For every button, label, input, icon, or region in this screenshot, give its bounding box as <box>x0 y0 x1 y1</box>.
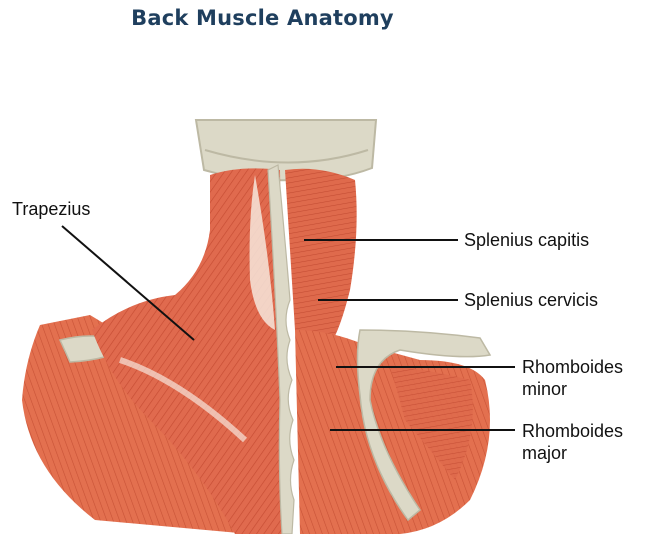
label-rhomboides-minor: Rhomboides minor <box>522 356 623 400</box>
label-rhomboides-minor-line1: Rhomboides <box>522 356 623 378</box>
label-rhomboides-major: Rhomboides major <box>522 420 623 464</box>
label-trapezius: Trapezius <box>12 198 90 220</box>
label-splenius-cervicis: Splenius cervicis <box>464 289 598 311</box>
label-splenius-capitis: Splenius capitis <box>464 229 589 251</box>
label-rhomboides-major-line2: major <box>522 442 623 464</box>
label-rhomboides-minor-line2: minor <box>522 378 623 400</box>
splenius-muscle <box>285 169 357 345</box>
label-rhomboides-major-line1: Rhomboides <box>522 420 623 442</box>
